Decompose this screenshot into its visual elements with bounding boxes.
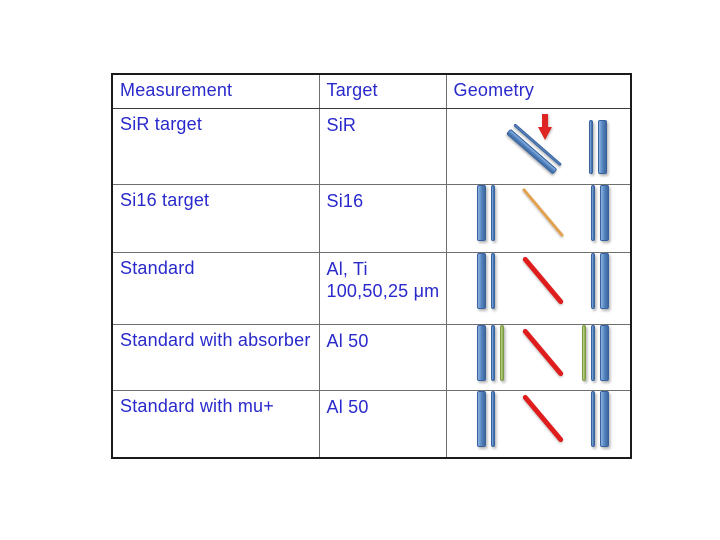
thick-blue-bar [476, 325, 486, 381]
thin-blue-bar [490, 325, 495, 381]
thick-blue-bar [600, 253, 609, 309]
thin-blue-bar [490, 185, 495, 241]
measurement-cell: Standard with mu+ [111, 389, 320, 459]
geometry-diagram [447, 185, 630, 241]
upstream-detector-group [476, 325, 504, 381]
target-line: Al 50 [326, 396, 369, 417]
geometry-cell [445, 389, 632, 459]
target-line: 100,50,25 μm [326, 280, 440, 301]
target-line: SiR [326, 114, 357, 135]
measurement-cell: Standard [111, 251, 320, 325]
thick-blue-bar [476, 391, 486, 447]
table-row: SiR target SiR [111, 107, 632, 185]
table-row: Standard with absorber Al 50 [111, 323, 632, 391]
col-header-geometry: Geometry [445, 73, 632, 109]
thin-green-bar [499, 325, 504, 381]
geometry-cell [445, 323, 632, 391]
orange-beam-line [521, 187, 564, 238]
geometry-diagram [447, 253, 630, 309]
red-beam-line [521, 327, 564, 378]
red-beam-line [521, 255, 564, 306]
thin-blue-bar [490, 391, 495, 447]
geometry-diagram [447, 391, 630, 447]
thick-blue-bar [476, 253, 486, 309]
table-row: Standard with mu+ Al 50 [111, 389, 632, 459]
red-down-arrow [537, 113, 552, 140]
target-cell: Al 50 [318, 389, 447, 459]
thick-blue-bar [600, 185, 609, 241]
target-line: Si16 [326, 190, 364, 211]
tilted-target-pair [505, 122, 562, 175]
measurement-cell: Si16 target [111, 183, 320, 253]
col-header-target: Target [318, 73, 447, 109]
geometry-cell [445, 107, 632, 185]
downstream-detector-group [591, 185, 609, 241]
downstream-detector-group [589, 119, 607, 174]
measurement-cell: SiR target [111, 107, 320, 185]
col-header-measurement: Measurement [111, 73, 320, 109]
geometry-cell [445, 183, 632, 253]
target-cell: Al 50 [318, 323, 447, 391]
thick-blue-bar [600, 325, 609, 381]
red-beam-line [521, 393, 564, 444]
target-cell: Si16 [318, 183, 447, 253]
measurement-cell: Standard with absorber [111, 323, 320, 391]
thin-blue-bar [591, 253, 595, 309]
thin-blue-bar [490, 253, 495, 309]
downstream-detector-group [591, 391, 609, 447]
geometry-cell [445, 251, 632, 325]
upstream-detector-group [476, 185, 495, 241]
upstream-detector-group [476, 391, 495, 447]
target-cell: SiR [318, 107, 447, 185]
thick-blue-bar [476, 185, 486, 241]
upstream-detector-group [476, 253, 495, 309]
downstream-detector-group [582, 325, 609, 381]
thin-blue-bar [591, 391, 595, 447]
target-line: Al 50 [326, 330, 369, 351]
downstream-detector-group [591, 253, 609, 309]
header-row: Measurement Target Geometry [111, 73, 632, 109]
thin-blue-bar [591, 325, 595, 381]
target-line: Al, Ti [326, 258, 368, 279]
thin-green-bar [582, 325, 586, 381]
table-row: Si16 target Si16 [111, 183, 632, 253]
thin-blue-bar [589, 119, 593, 174]
thick-blue-bar [598, 119, 607, 174]
geometry-diagram [447, 325, 630, 381]
thin-blue-bar [591, 185, 595, 241]
thick-blue-bar [600, 391, 609, 447]
